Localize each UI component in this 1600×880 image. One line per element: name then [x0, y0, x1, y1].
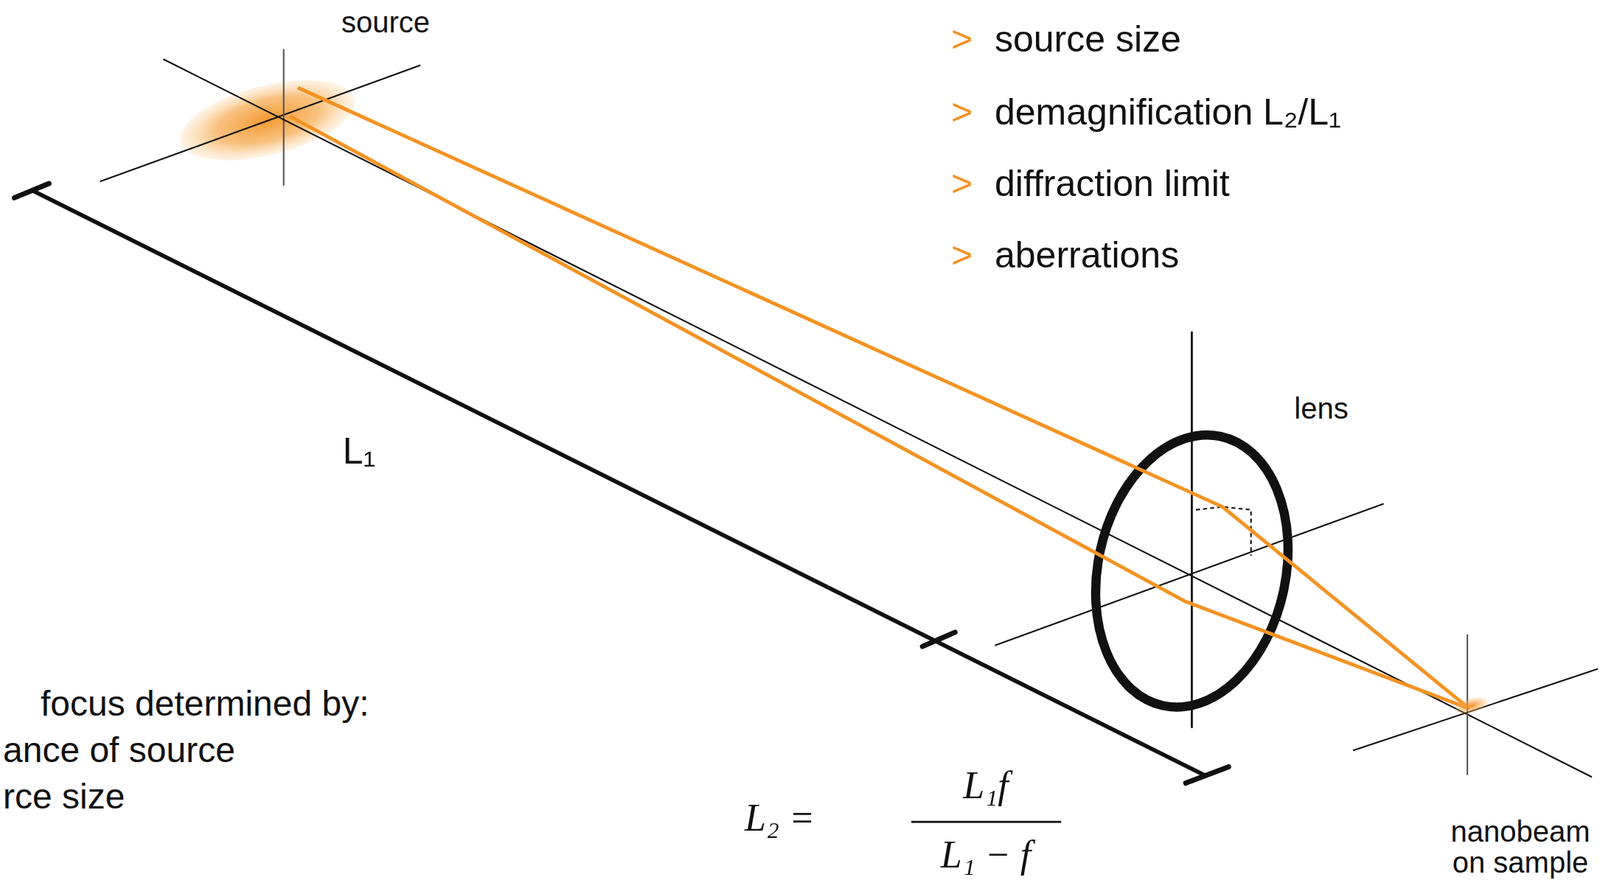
lens-label: lens — [1294, 392, 1348, 425]
source-axis — [283, 48, 285, 186]
nanobeam-spot — [1454, 694, 1490, 717]
factor-item: aberrations — [994, 235, 1179, 276]
dimension-tick — [1185, 766, 1229, 784]
formula-part: L₂ = — [744, 797, 815, 840]
distance-label: L₁ — [342, 431, 377, 472]
bullet: > — [951, 235, 973, 276]
dimension-line — [30, 189, 1205, 775]
dimension-tick — [14, 183, 49, 198]
note-text: rce size — [2, 777, 125, 817]
sample-label: on sample — [1452, 846, 1589, 879]
factor-item: source size — [994, 19, 1182, 60]
lens-axis — [994, 503, 1384, 646]
bullet: > — [951, 163, 973, 205]
fraction-bar — [911, 821, 1062, 824]
note-text: focus determined by: — [40, 684, 370, 725]
optical-axis — [162, 58, 1592, 778]
note-text: ance of source — [2, 731, 236, 771]
factor-item: diffraction limit — [994, 163, 1230, 205]
source-label: source — [341, 5, 430, 39]
bullet: > — [951, 92, 973, 133]
dimension-tick — [922, 632, 955, 647]
ray — [289, 116, 1470, 710]
formula-denominator: L₁ − f — [940, 833, 1032, 876]
bullet: > — [951, 19, 973, 60]
lens-ring — [1071, 417, 1313, 726]
sample-axis — [1352, 669, 1598, 752]
sample-label: nanobeam — [1450, 815, 1590, 848]
lens-axis — [1190, 331, 1193, 729]
dashed-guide — [1195, 507, 1252, 556]
factor-item: demagnification L₂/L₁ — [994, 92, 1342, 133]
formula-numerator: L₁f — [962, 764, 1008, 807]
